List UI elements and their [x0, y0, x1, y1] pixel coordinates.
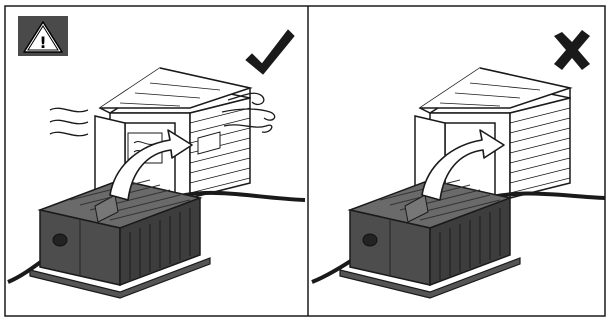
warning-symbol: !: [39, 33, 46, 52]
checkmark-icon: [246, 30, 294, 74]
panel-incorrect: [312, 30, 605, 298]
airflow-lines-left: [50, 108, 88, 135]
cross-icon: [554, 30, 590, 70]
warning-badge: !: [18, 16, 68, 56]
panel-correct: [8, 30, 305, 298]
